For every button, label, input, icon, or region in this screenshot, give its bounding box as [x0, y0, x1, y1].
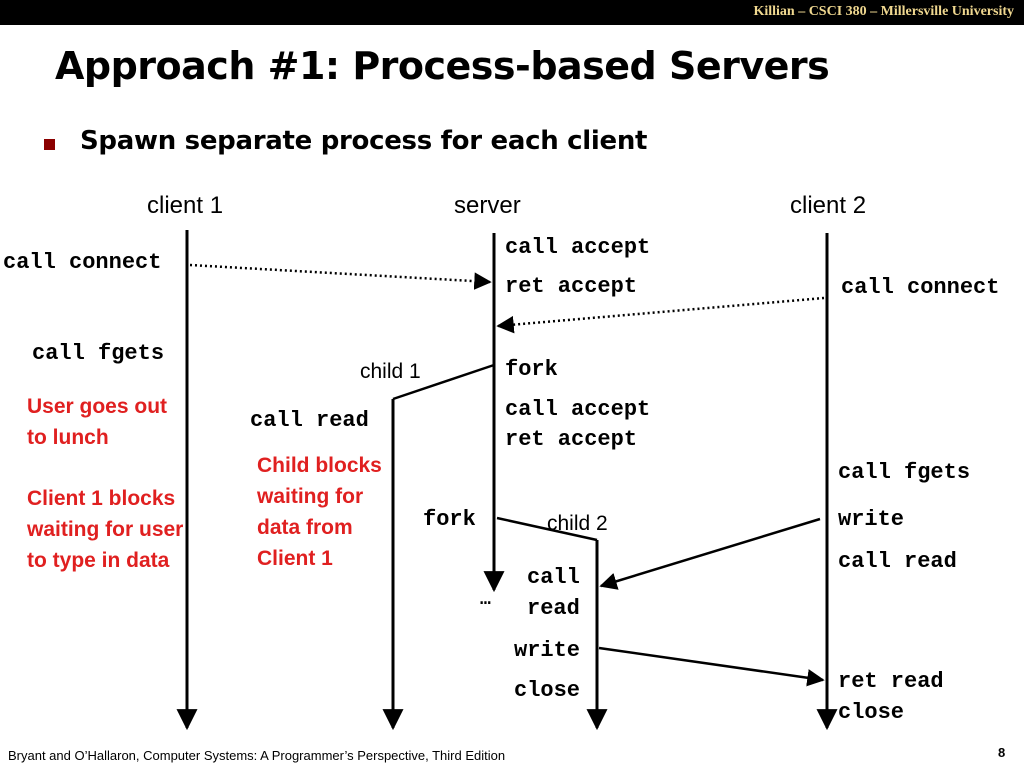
- client2-label: client 2: [790, 192, 867, 219]
- client2-call-fgets: call fgets: [838, 460, 971, 485]
- note-client1-blocks: Client 1 blocks waiting for user to type…: [27, 487, 184, 572]
- client2-write: write: [838, 507, 905, 532]
- affiliation-text: Killian – CSCI 380 – Millersville Univer…: [753, 4, 1014, 19]
- slide-title: Approach #1: Process-based Servers: [55, 44, 830, 88]
- child2-read: read: [527, 596, 580, 621]
- note-user-lunch: User goes out to lunch: [27, 395, 168, 449]
- server-call-accept-2: call accept: [505, 397, 651, 422]
- client2-connect-arrow: [496, 296, 825, 334]
- child1-label: child 1: [360, 360, 421, 383]
- server-ret-accept-2: ret accept: [505, 427, 638, 452]
- client1-call-fgets: call fgets: [32, 341, 165, 366]
- client2-ret-read: ret read: [838, 669, 944, 694]
- note-child-blocks: Child blocks waiting for data from Clien…: [257, 454, 382, 570]
- bullet-marker: [44, 139, 55, 150]
- server-ellipsis: …: [480, 590, 491, 610]
- header-bar: Killian – CSCI 380 – Millersville Univer…: [0, 0, 1024, 25]
- client2-call-connect: call connect: [841, 275, 1000, 300]
- client2-call-read: call read: [838, 549, 957, 574]
- client1-call-connect: call connect: [3, 250, 162, 275]
- bullet-text: Spawn separate process for each client: [80, 126, 648, 156]
- child2-write: write: [514, 638, 581, 663]
- server-label: server: [454, 192, 521, 219]
- client2-write-arrow: [599, 517, 821, 590]
- child2-close: close: [514, 678, 581, 703]
- fork-child2-branch: [496, 516, 598, 542]
- server-ret-accept-1: ret accept: [505, 274, 638, 299]
- child2-label: child 2: [547, 512, 608, 535]
- client1-connect-arrow: [189, 263, 492, 290]
- server-call-accept-1: call accept: [505, 235, 651, 260]
- footer-citation: Bryant and O’Hallaron, Computer Systems:…: [8, 748, 506, 763]
- client2-close: close: [838, 700, 905, 725]
- child1-call-read: call read: [250, 408, 369, 433]
- child2-write-arrow: [598, 646, 825, 687]
- child2-call: call: [527, 565, 580, 590]
- fork-child1-branch: [392, 363, 495, 401]
- server-fork-1: fork: [505, 357, 558, 382]
- page-number: 8: [998, 745, 1006, 760]
- server-fork-2: fork: [423, 507, 476, 532]
- client1-label: client 1: [147, 192, 224, 219]
